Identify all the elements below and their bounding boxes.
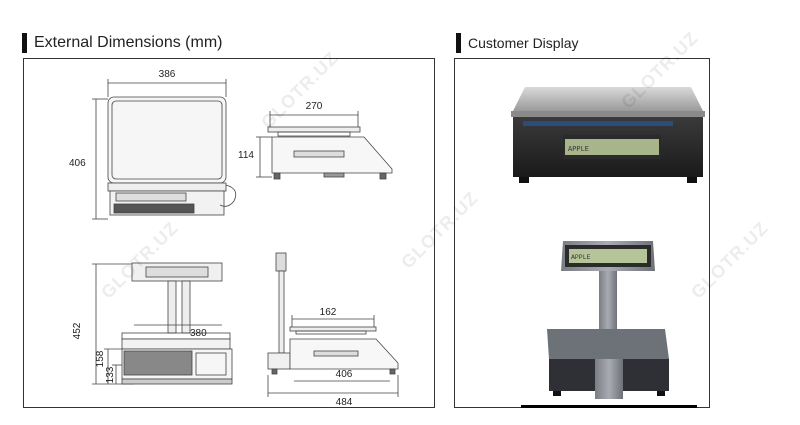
dim-foot-height: 133 [105,366,116,383]
dimensions-title: External Dimensions (mm) [34,34,223,51]
dim-base-height: 158 [95,350,106,367]
display-heading: Customer Display [456,32,578,54]
pole-scale-photo: APPLE [521,241,697,408]
dimensions-heading: External Dimensions (mm) [22,32,222,54]
dim-top-height: 406 [69,158,86,169]
lcd-text-flat: APPLE [568,146,589,154]
lcd-text-pole: APPLE [571,254,591,261]
display-panel: APPLE APPLE [454,58,710,408]
dim-top-width: 386 [159,69,176,80]
display-illustrations: APPLE APPLE [511,87,705,408]
dim-side-depth: 270 [306,101,323,112]
dimensions-panel: 386 406 270 114 [23,58,435,408]
heading-marker [22,33,27,53]
heading-marker [456,33,461,53]
dimensions-drawing: 386 406 270 114 [69,69,399,408]
dim-side-height: 114 [238,150,254,161]
dim-pole-height: 452 [72,322,83,339]
display-title: Customer Display [468,35,579,51]
dim-pole-side-tray: 162 [320,307,337,318]
dim-pole-side-total: 484 [336,397,353,408]
dim-pole-side-base: 406 [336,369,353,380]
flat-scale-photo: APPLE [511,87,705,183]
dim-pole-width: 380 [190,328,207,339]
